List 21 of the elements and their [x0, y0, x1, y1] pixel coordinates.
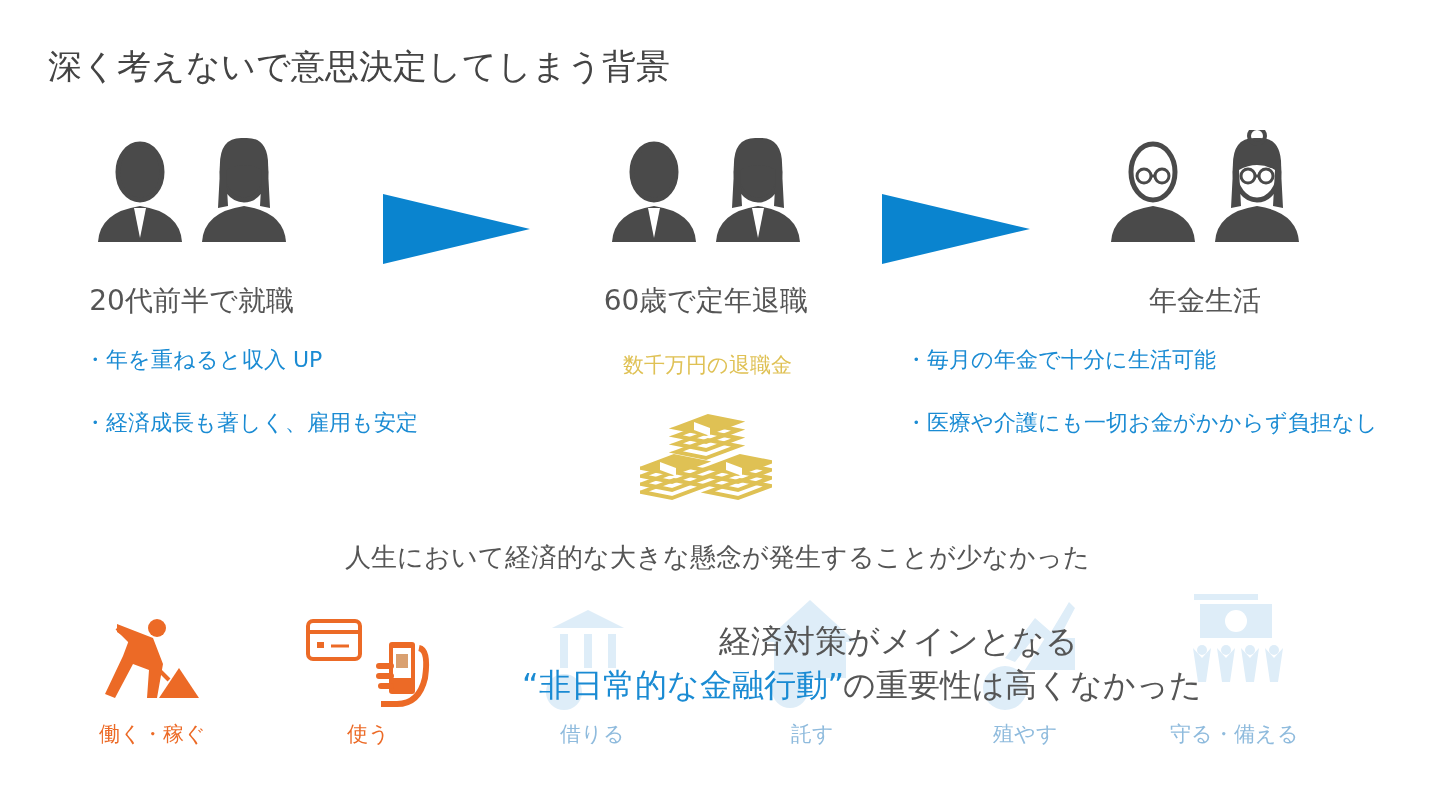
chevron-arrow — [882, 194, 1030, 264]
note-text: ・経済成長も著しく、雇用も安定 — [84, 409, 418, 437]
category-label: 借りる — [559, 721, 625, 748]
category-label: 守る・備える — [1169, 721, 1299, 748]
note-text: ・医療や介護にも一切お金がかからず負担なし — [905, 409, 1378, 437]
statement-text: “非日常的な金融行動” — [522, 665, 845, 706]
note-text: ・毎月の年金で十分に生活可能 — [905, 346, 1216, 374]
stage-heading: 年金生活 — [1149, 283, 1261, 319]
category-label: 使う — [346, 721, 390, 748]
category-label: 託す — [790, 721, 834, 748]
note-text: 数千万円の退職金 — [622, 352, 792, 379]
category-label: 殖やす — [992, 721, 1058, 748]
statement-text: 人生において経済的な大きな懸念が発生することが少なかった — [344, 541, 1090, 574]
chevron-arrow — [383, 194, 530, 264]
stage-heading: 60歳で定年退職 — [603, 283, 809, 319]
stage-heading: 20代前半で就職 — [89, 283, 294, 319]
category-label: 働く・稼ぐ — [98, 721, 206, 748]
statement-text: 経済対策がメインとなる — [718, 621, 1078, 662]
statement-text: の重要性は高くなかった — [843, 665, 1202, 706]
slide-title: 深く考えないで意思決定してしまう背景 — [48, 45, 670, 88]
note-text: ・年を重ねると収入 UP — [84, 346, 323, 374]
